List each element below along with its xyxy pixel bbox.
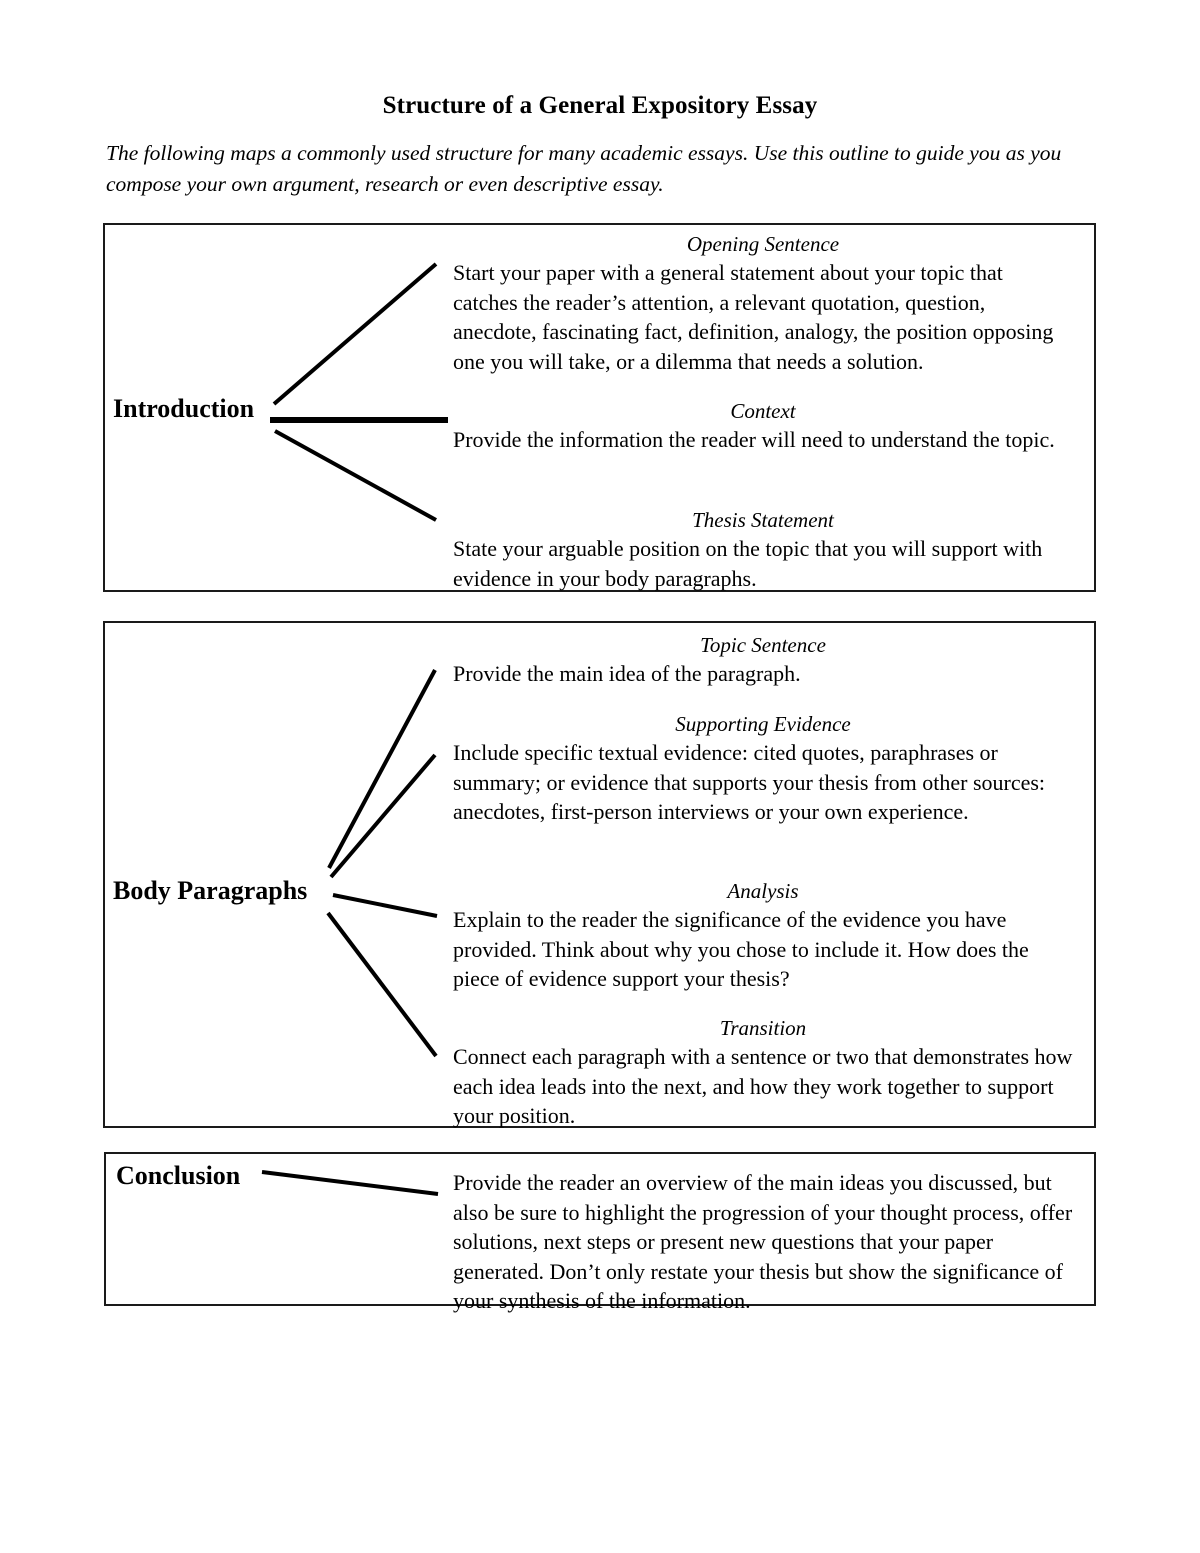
- item-heading: Analysis: [727, 879, 799, 903]
- item-heading: Supporting Evidence: [675, 712, 851, 736]
- intro-paragraph: The following maps a commonly used struc…: [106, 141, 1062, 196]
- item-body: Connect each paragraph with a sentence o…: [453, 1044, 1073, 1128]
- item-body: Provide the information the reader will …: [453, 427, 1055, 452]
- item-thesis-statement: Thesis Statement State your arguable pos…: [453, 507, 1073, 593]
- body-paragraphs-section-box: [103, 621, 1096, 1128]
- item-topic-sentence: Topic Sentence Provide the main idea of …: [453, 632, 1073, 689]
- item-body: Start your paper with a general statemen…: [453, 260, 1054, 374]
- item-context: Context Provide the information the read…: [453, 398, 1073, 455]
- page-title: Structure of a General Expository Essay: [382, 92, 818, 119]
- item-heading: Context: [730, 399, 796, 423]
- item-body: Provide the reader an overview of the ma…: [453, 1170, 1073, 1313]
- introduction-label: Introduction: [113, 394, 255, 423]
- item-heading: Transition: [719, 1016, 807, 1040]
- item-heading: Thesis Statement: [692, 508, 834, 532]
- item-heading: Opening Sentence: [686, 232, 840, 256]
- conclusion-label: Conclusion: [116, 1161, 241, 1190]
- introduction-section-box: [103, 223, 1096, 592]
- item-opening-sentence: Opening Sentence Start your paper with a…: [453, 231, 1073, 376]
- item-body: Include specific textual evidence: cited…: [453, 740, 1046, 824]
- body-paragraphs-label: Body Paragraphs: [113, 876, 308, 905]
- item-analysis: Analysis Explain to the reader the signi…: [453, 878, 1073, 994]
- item-supporting-evidence: Supporting Evidence Include specific tex…: [453, 711, 1073, 827]
- item-body: Explain to the reader the significance o…: [453, 907, 1029, 991]
- item-heading: Topic Sentence: [700, 633, 826, 657]
- item-transition: Transition Connect each paragraph with a…: [453, 1015, 1073, 1131]
- item-body: Provide the main idea of the paragraph.: [453, 661, 801, 686]
- item-conclusion-body: Provide the reader an overview of the ma…: [453, 1168, 1078, 1316]
- item-body: State your arguable position on the topi…: [453, 536, 1043, 591]
